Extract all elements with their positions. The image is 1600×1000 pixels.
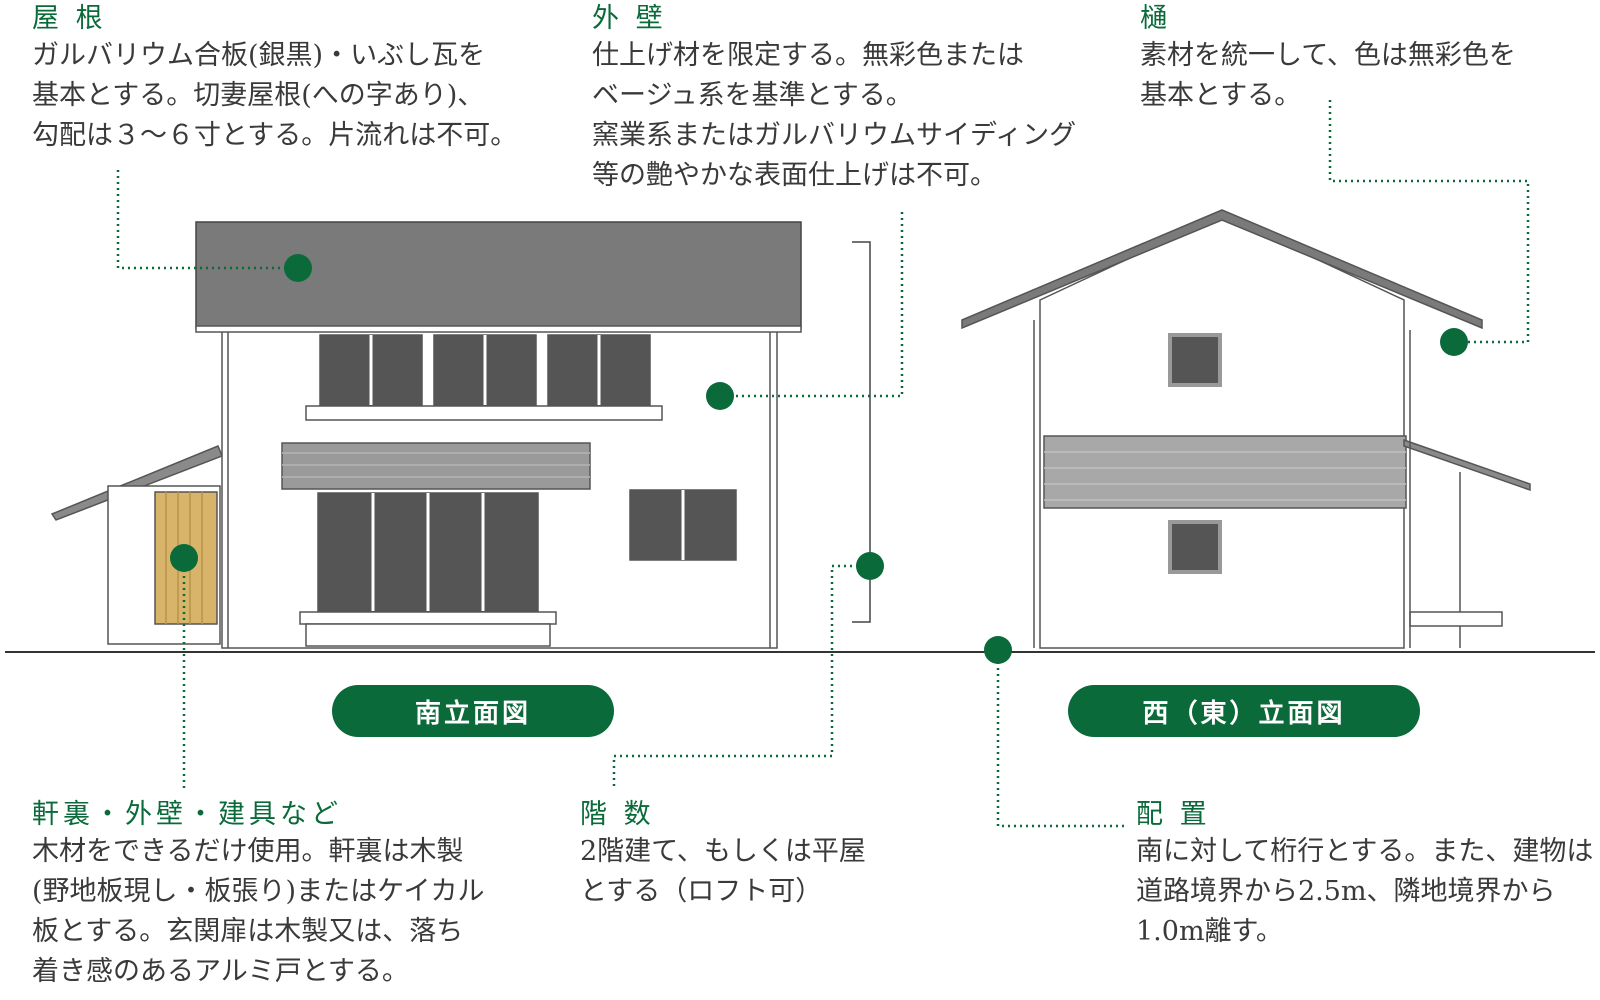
note-title: 屋 根	[32, 3, 107, 34]
leader-lines	[116, 100, 1530, 828]
note-line: 基本とする。	[1140, 80, 1302, 111]
south-elevation-label: 南立面図	[332, 685, 614, 737]
dot-layout	[984, 636, 1012, 664]
canopy	[281, 442, 591, 490]
note-line: 等の艶やかな表面仕上げは不可。	[592, 160, 997, 191]
note-line: 仕上げ材を限定する。無彩色または	[592, 40, 1024, 71]
note-title: 外 壁	[592, 3, 667, 34]
dot-eaves	[170, 544, 198, 572]
west-window-lower	[1168, 520, 1222, 574]
note-line: 着き感のあるアルミ戸とする。	[32, 956, 409, 987]
note-title: 軒裏・外壁・建具など	[32, 799, 342, 830]
note-title: 階 数	[580, 799, 655, 830]
leader-layout	[996, 650, 1124, 828]
note-line: 道路境界から2.5m、隣地境界から	[1136, 876, 1556, 907]
note-floors: 階 数 2階建て、もしくは平屋 とする（ロフト可）	[580, 798, 866, 912]
note-line: とする（ロフト可）	[580, 876, 823, 907]
note-line: 基本とする。切妻屋根(への字あり)、	[32, 80, 485, 111]
leader-floors	[612, 564, 870, 790]
note-line: (野地板現し・板張り)またはケイカル	[32, 876, 485, 907]
note-roof: 屋 根 ガルバリウム合板(銀黒)・いぶし瓦を 基本とする。切妻屋根(への字あり)…	[32, 2, 517, 156]
west-elevation	[961, 209, 1531, 649]
dot-roof	[284, 254, 312, 282]
leader-roof	[116, 170, 298, 270]
west-wall	[1039, 214, 1405, 649]
south-elevation	[50, 221, 871, 649]
note-line: 2階建て、もしくは平屋	[580, 836, 866, 867]
note-line: 窯業系またはガルバリウムサイディング	[592, 120, 1077, 151]
dot-gutter	[1440, 328, 1468, 356]
west-annex-roof	[1403, 438, 1531, 492]
west-roof	[961, 209, 1483, 330]
note-eaves: 軒裏・外壁・建具など 木材をできるだけ使用。軒裏は木製 (野地板現し・板張り)ま…	[32, 798, 485, 992]
note-line: 素材を統一して、色は無彩色を	[1140, 40, 1516, 71]
note-line: 勾配は３〜６寸とする。片流れは不可。	[32, 120, 518, 151]
west-window-upper	[1168, 333, 1222, 387]
height-bracket	[852, 241, 871, 623]
leader-gutter	[1328, 100, 1530, 344]
note-title: 樋	[1140, 3, 1171, 34]
note-title: 配 置	[1136, 799, 1211, 830]
west-canopy	[1043, 435, 1407, 509]
note-wall: 外 壁 仕上げ材を限定する。無彩色または ベージュ系を基準とする。 窯業系または…	[592, 2, 1076, 196]
leader-wall	[720, 212, 904, 398]
west-elevation-label: 西（東）立面図	[1068, 685, 1420, 737]
note-line: 南に対して桁行とする。また、建物は	[1136, 836, 1594, 867]
note-layout: 配 置 南に対して桁行とする。また、建物は 道路境界から2.5m、隣地境界から …	[1136, 798, 1593, 952]
window-sill	[305, 405, 663, 421]
callout-dots	[170, 254, 1468, 664]
note-line: ベージュ系を基準とする。	[592, 80, 913, 111]
dot-floors	[856, 552, 884, 580]
west-deck	[1409, 611, 1503, 627]
note-line: 板とする。玄関扉は木製又は、落ち	[32, 916, 464, 947]
note-gutter: 樋 素材を統一して、色は無彩色を 基本とする。	[1140, 2, 1516, 116]
note-line: 木材をできるだけ使用。軒裏は木製	[32, 836, 464, 867]
dot-wall	[706, 382, 734, 410]
deck	[299, 611, 557, 625]
note-line: ガルバリウム合板(銀黒)・いぶし瓦を	[32, 40, 486, 71]
note-line: 1.0m離す。	[1136, 916, 1283, 947]
